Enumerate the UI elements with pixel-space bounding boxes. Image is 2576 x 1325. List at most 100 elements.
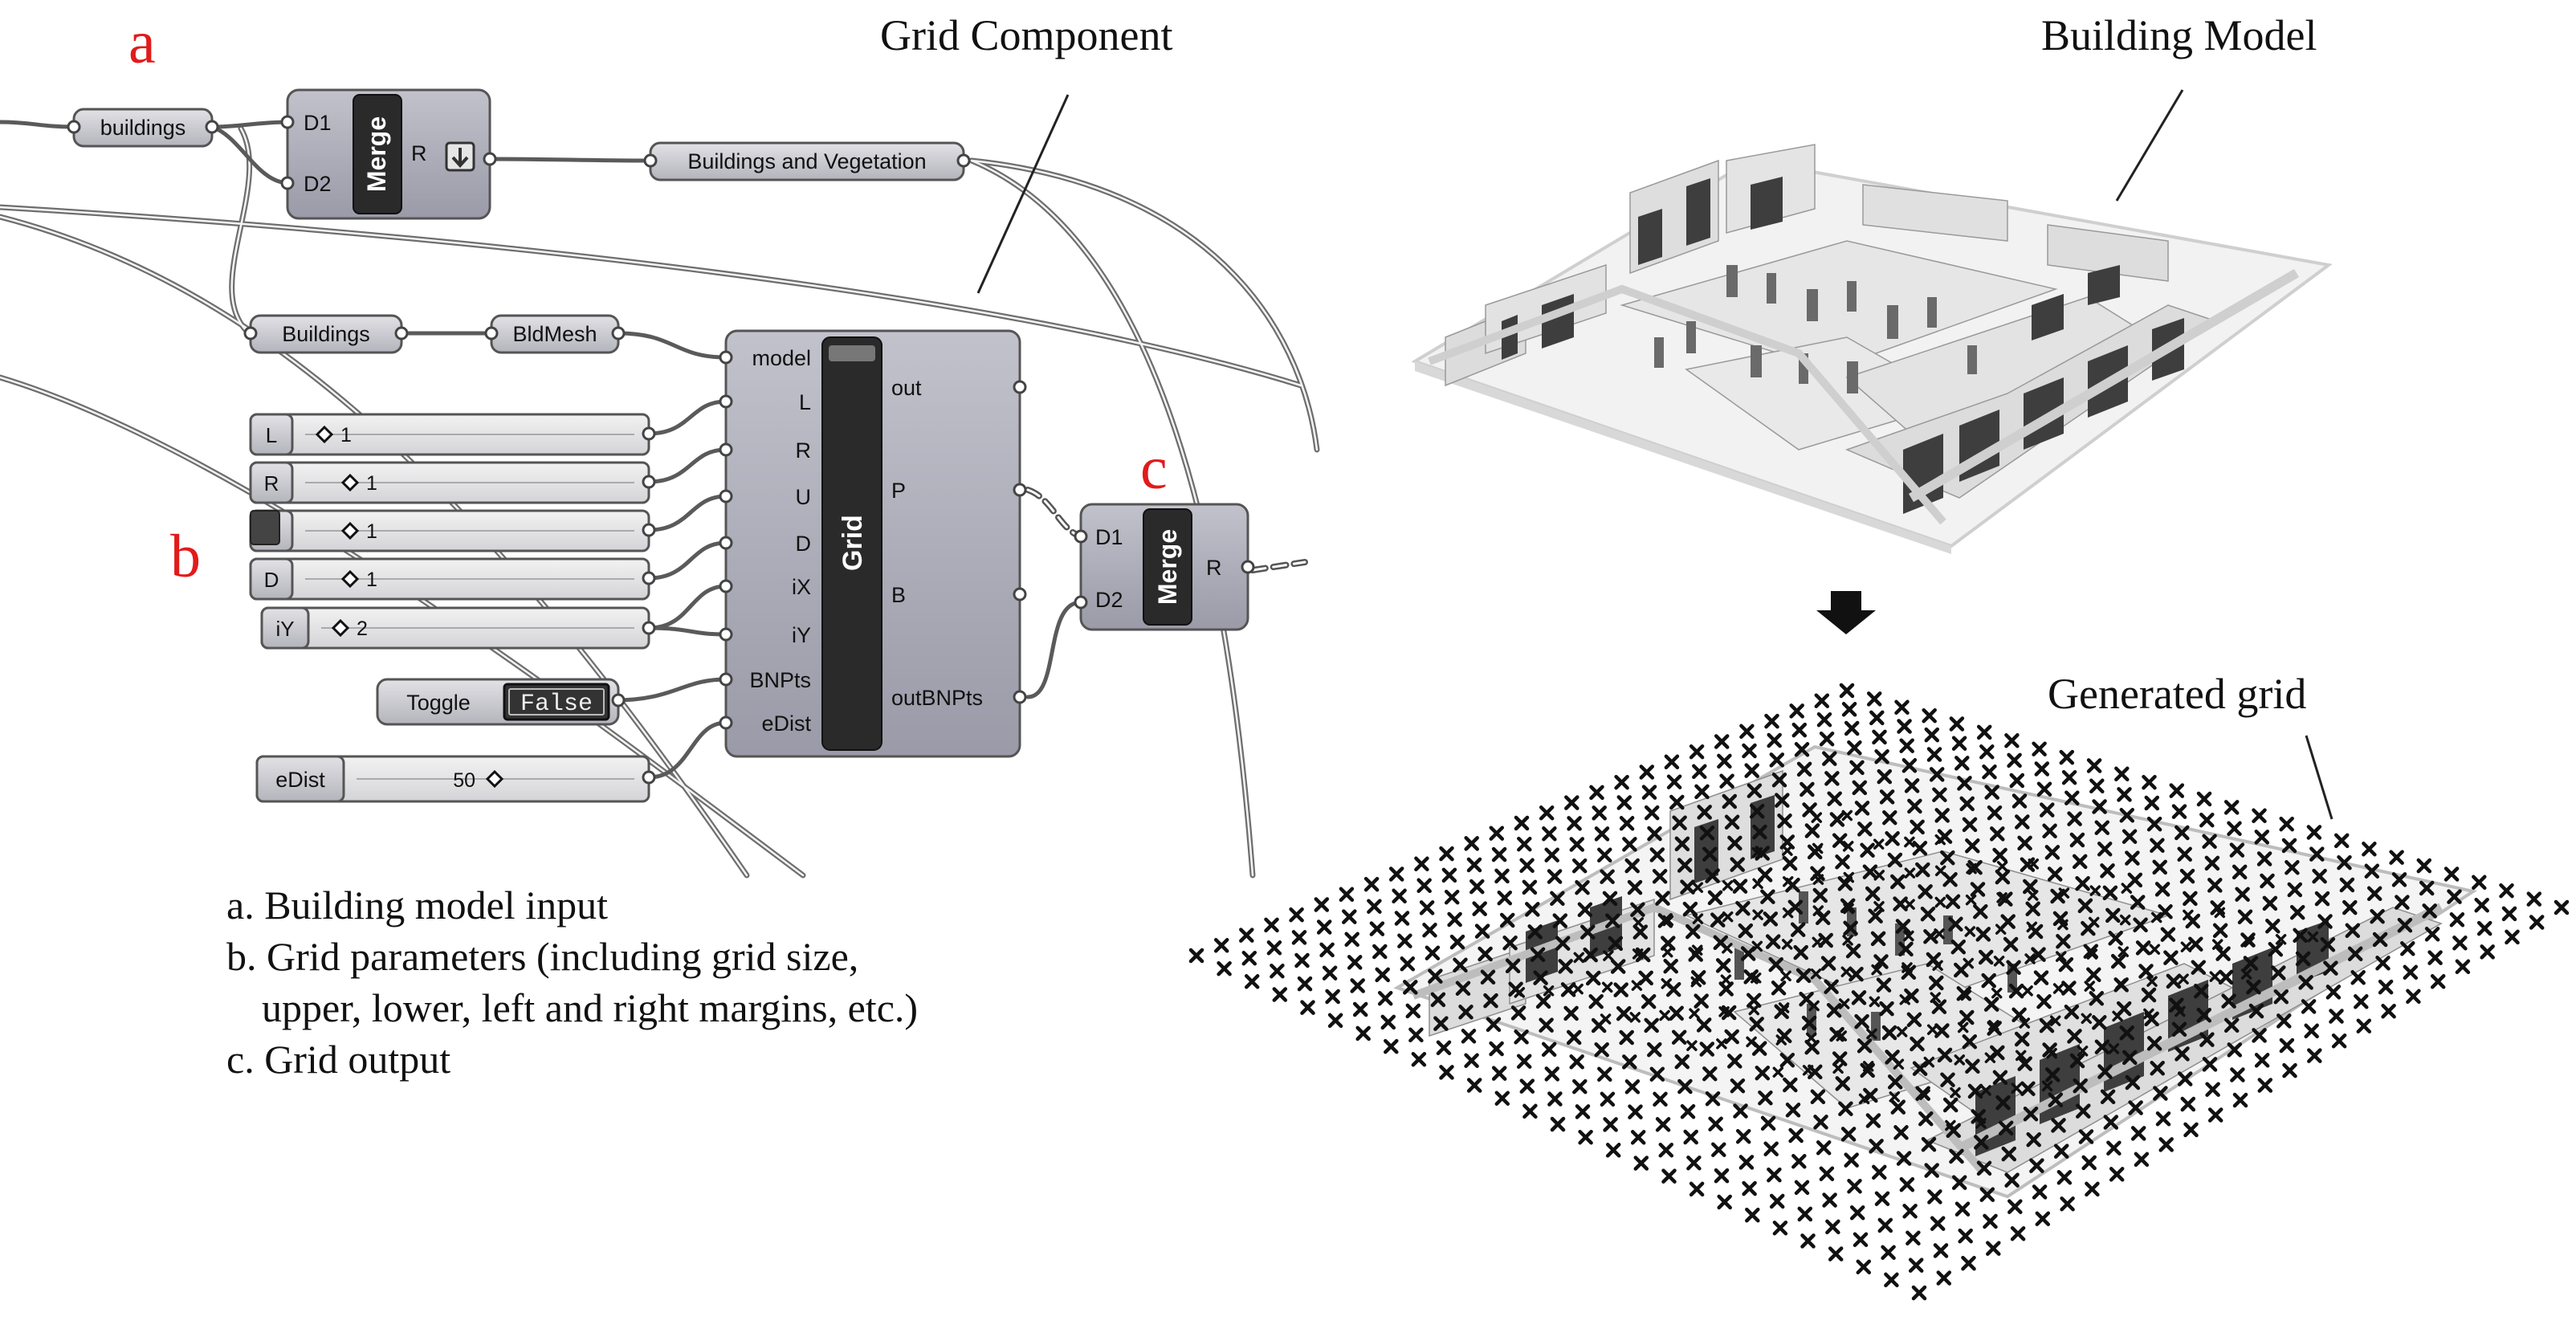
slider-l[interactable]: L 1 — [249, 413, 656, 456]
grid-point-marker — [1316, 899, 1327, 911]
grid-point-marker — [2383, 1005, 2395, 1017]
grid-point-marker — [1444, 870, 1455, 881]
slider-r-handle[interactable] — [340, 473, 360, 492]
grid-point-marker — [1818, 1142, 1829, 1153]
slider-iy[interactable]: iY 2 — [260, 606, 656, 650]
grid-point-marker — [1938, 1273, 1950, 1284]
annotation-c: c — [1140, 434, 1168, 502]
grid-point-marker — [2091, 781, 2102, 792]
grid-point-marker — [1644, 787, 1655, 798]
grid-point-marker — [2427, 928, 2438, 940]
grid-point-marker — [1366, 879, 1377, 890]
grid-output-p: P — [891, 479, 906, 503]
merge-right-title: Merge — [1153, 529, 1182, 605]
grid-point-marker — [1302, 1002, 1314, 1013]
grid-point-marker — [2183, 1099, 2194, 1110]
buildings-vegetation-param[interactable]: Buildings and Vegetation — [643, 141, 971, 181]
grid-point-marker — [1377, 969, 1388, 980]
grid-title: Grid — [838, 515, 868, 571]
down-arrow-icon — [451, 148, 469, 168]
grid-point-marker — [1269, 942, 1280, 953]
grid-point-marker — [1883, 1247, 1894, 1258]
buildings-param[interactable]: buildings — [67, 108, 219, 148]
grid-point-marker — [1358, 1028, 1369, 1039]
grid-point-marker — [1664, 1171, 1675, 1182]
grid-point-marker — [2430, 952, 2441, 964]
slider-d[interactable]: D 1 — [249, 557, 656, 601]
slider-edist-handle[interactable] — [485, 769, 504, 789]
grid-point-marker — [1266, 919, 1278, 931]
grid-point-marker — [1592, 787, 1603, 798]
annotation-b: b — [170, 523, 201, 590]
grid-point-marker — [2260, 1080, 2271, 1091]
grid-point-marker — [1494, 1068, 1505, 1079]
slider-u[interactable]: U 1 — [249, 509, 656, 552]
grid-point-marker — [2111, 1168, 2122, 1180]
grid-point-marker — [1416, 858, 1427, 870]
grid-point-marker — [1594, 807, 1605, 818]
slider-r[interactable]: R 1 — [249, 461, 656, 504]
grid-point-marker — [2479, 923, 2490, 934]
bldmesh-param[interactable]: BldMesh — [484, 314, 626, 354]
toggle-component[interactable]: Toggle False — [376, 678, 626, 726]
toggle-switch[interactable] — [503, 683, 610, 721]
grid-point-marker — [2333, 1035, 2345, 1046]
grid-point-marker — [1766, 1144, 1777, 1155]
grid-point-marker — [1718, 756, 1730, 767]
grid-point-marker — [2064, 772, 2075, 783]
grid-point-marker — [2363, 843, 2374, 854]
grid-point-marker — [1710, 1119, 1722, 1130]
grid-point-marker — [1599, 1069, 1610, 1080]
slider-d-handle[interactable] — [340, 569, 360, 589]
grid-point-marker — [1985, 1216, 1996, 1227]
grid-point-marker — [1793, 1156, 1804, 1167]
slider-edist[interactable]: eDist 50 — [255, 755, 656, 803]
grid-point-marker — [1735, 1106, 1747, 1117]
toggle-label: Toggle — [406, 691, 471, 715]
grid-input-d: D — [796, 532, 812, 556]
grid-point-marker — [1830, 1249, 1841, 1260]
grid-point-marker — [1471, 881, 1482, 892]
slider-l-handle[interactable] — [315, 425, 334, 444]
slider-iy-value: 2 — [357, 618, 368, 640]
buildings-param-2[interactable]: Buildings — [243, 314, 409, 354]
grid-point-marker — [2039, 784, 2050, 795]
grid-point-marker — [1716, 1170, 1727, 1181]
wire-long-4 — [968, 157, 1320, 453]
grid-point-marker — [1380, 993, 1391, 1004]
buildings2-label: Buildings — [282, 322, 370, 346]
slider-u-overlay — [250, 510, 280, 545]
grid-point-marker — [2328, 986, 2339, 997]
grid-point-marker — [1874, 732, 1885, 743]
grid-point-marker — [2207, 1084, 2219, 1095]
grid-point-marker — [1543, 1044, 1555, 1055]
grid-input-l: L — [799, 390, 811, 414]
grid-point-marker — [1803, 1235, 1814, 1246]
grid-point-marker — [1738, 1131, 1749, 1142]
slider-iy-handle[interactable] — [331, 618, 350, 638]
grid-point-marker — [2256, 831, 2268, 842]
grid-point-marker — [1518, 838, 1530, 850]
grid-input-bnpts: BNPts — [749, 668, 811, 692]
grid-point-marker — [1574, 1081, 1585, 1092]
grid-point-marker — [1655, 1094, 1666, 1105]
merge-component-top[interactable]: Merge D1 D2 R — [280, 88, 497, 220]
grid-point-marker — [1421, 902, 1433, 913]
grid-point-marker — [1355, 1004, 1366, 1015]
grid-point-marker — [1491, 828, 1502, 839]
grid-point-marker — [1627, 1081, 1638, 1092]
slider-u-handle[interactable] — [340, 521, 360, 540]
grid-point-marker — [2358, 1021, 2370, 1032]
grid-point-marker — [2232, 1070, 2243, 1081]
merge-component-right[interactable]: Merge D1 D2 R — [1074, 503, 1255, 631]
legend-item-a: a. Building model input — [226, 883, 608, 928]
grid-point-marker — [1824, 1195, 1836, 1206]
grid-point-marker — [1438, 1042, 1449, 1054]
grid-point-marker — [1951, 719, 1963, 730]
grid-point-marker — [1954, 738, 1965, 749]
grid-point-marker — [1848, 742, 1860, 753]
grid-component[interactable]: Grid model L R U D iX iY BNPts eDist out… — [719, 329, 1027, 758]
grid-output-b: B — [891, 583, 906, 607]
slider-r-value: 1 — [366, 472, 377, 495]
grid-point-marker — [1524, 882, 1535, 893]
